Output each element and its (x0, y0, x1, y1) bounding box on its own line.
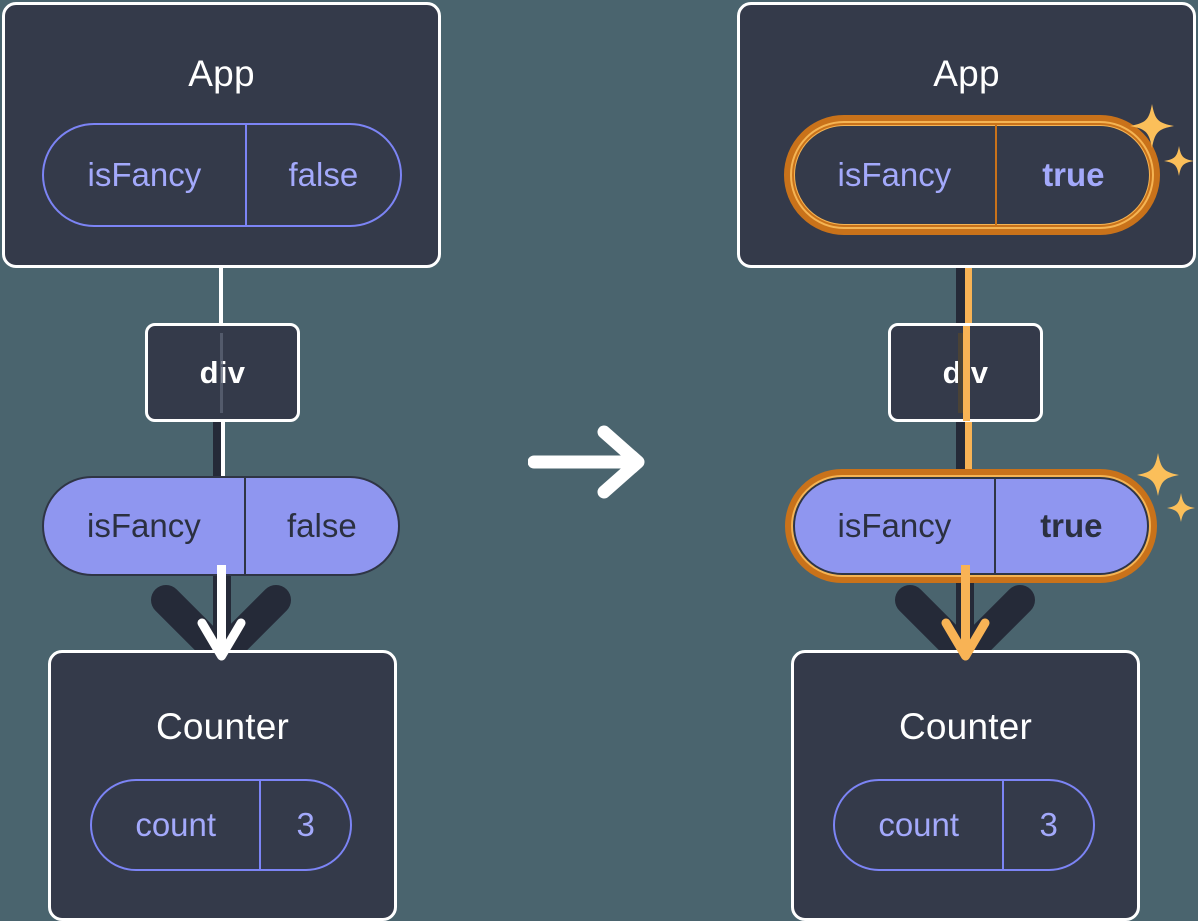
connector-div-to-prop-inner-left (221, 418, 225, 480)
connector-through-div-left (220, 333, 223, 413)
app-state-key-after: isFancy (794, 125, 997, 225)
counter-title-before: Counter (155, 706, 290, 747)
prop-value-before: false (287, 507, 357, 544)
app-state-value-after: true (1042, 156, 1105, 193)
sparkle-group-app (1130, 104, 1194, 176)
counter-state-key-before: count (92, 781, 262, 869)
connector-through-div-right (958, 333, 963, 413)
connector-div-to-prop-right (956, 418, 965, 480)
counter-title-after: Counter (898, 706, 1033, 747)
sparkle-group-prop (1137, 453, 1195, 522)
sparkle-large-icon (1137, 453, 1179, 496)
arrow-head-right (941, 565, 990, 661)
connector-app-to-div-left (219, 265, 223, 325)
app-title-after: App (933, 53, 1000, 94)
app-state-key-before: isFancy (44, 125, 247, 225)
sparkle-small-icon (1167, 493, 1195, 522)
prop-pill-after: isFancy true (793, 477, 1149, 575)
prop-value-after: true (1040, 507, 1103, 544)
app-state-value-before: false (288, 156, 359, 193)
app-state-pill-before: isFancy false (42, 123, 402, 227)
sparkle-large-icon (1130, 104, 1174, 148)
connector-div-to-prop-right-highlight (965, 418, 972, 480)
app-state-pill-after: isFancy true (792, 123, 1152, 227)
arrow-right-icon (528, 425, 645, 499)
connector-through-div-right-highlight (963, 326, 970, 421)
connector-div-to-prop-left (213, 418, 221, 480)
transition-arrow (528, 425, 645, 499)
sparkle-small-icon (1164, 146, 1194, 176)
arrow-head-left (197, 565, 246, 661)
counter-state-pill-before: count 3 (90, 779, 352, 871)
counter-state-key-after: count (835, 781, 1005, 869)
counter-state-value-after: 3 (1039, 806, 1058, 843)
counter-state-value-before: 3 (296, 806, 315, 843)
prop-key-before: isFancy (44, 478, 246, 574)
counter-state-pill-after: count 3 (833, 779, 1095, 871)
prop-key-after: isFancy (795, 479, 996, 573)
app-title-before: App (188, 53, 255, 94)
